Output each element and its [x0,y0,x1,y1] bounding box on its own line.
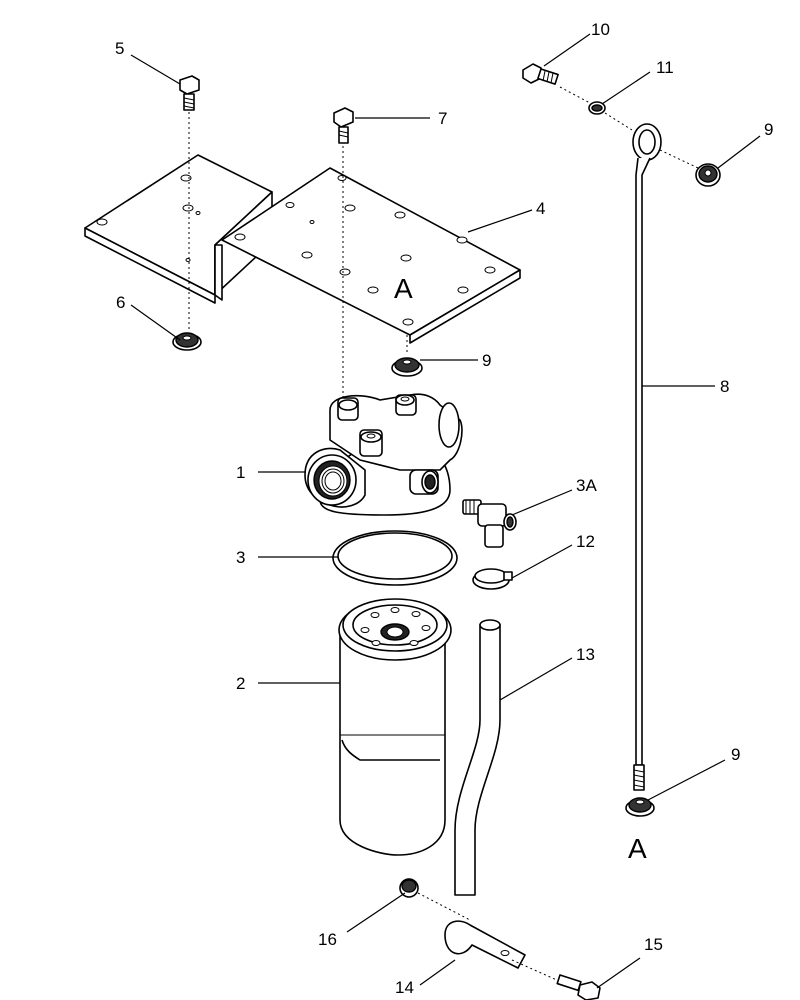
support-rod-8 [632,123,662,791]
callout-6: 6 [116,293,125,312]
p-clip-14 [444,920,526,969]
callout-4: 4 [536,199,545,218]
nut-16 [399,878,419,898]
callout-3a: 3A [576,476,597,495]
seal-ring [332,530,458,586]
assembly-line-8-9 [659,149,699,169]
reference-mark-a-bracket: A [394,273,413,304]
callout-16: 16 [318,930,337,949]
filter-head [304,393,463,516]
flange-nut-9-bracket [391,357,423,377]
mounting-bracket [84,154,521,344]
callout-7: 7 [438,109,447,128]
hose-clamp-12 [472,568,513,590]
washer-11 [588,101,606,115]
bolt-7 [333,107,354,144]
bolt-10 [522,63,559,85]
elbow-fitting-3a [462,499,517,548]
callout-3: 3 [236,548,245,567]
callout-8: 8 [720,377,729,396]
reference-mark-a-rod: A [628,833,647,864]
bolt-15 [556,974,601,1000]
assembly-line-10-11 [559,86,591,104]
callout-15: 15 [644,935,663,954]
callout-9-top: 9 [764,120,773,139]
callout-5: 5 [115,39,124,58]
callout-10: 10 [591,20,610,39]
fuel-hose-13 [454,619,501,896]
callout-1: 1 [236,463,245,482]
callout-9-rod: 9 [731,745,740,764]
leader-lines [130,33,761,989]
callout-2: 2 [236,674,245,693]
callout-13: 13 [576,645,595,664]
callout-9-bracket: 9 [482,351,491,370]
flange-nut-9-rod [625,797,655,817]
flange-nut-6 [172,332,202,351]
callout-11: 11 [656,58,674,77]
bolt-5 [179,75,200,111]
callout-12: 12 [576,532,595,551]
flange-nut-9-top [695,163,721,187]
assembly-line-11-8 [604,112,633,131]
assembly-line-16-14 [417,892,471,921]
filter-cartridge [338,598,452,856]
callout-14: 14 [395,978,414,997]
